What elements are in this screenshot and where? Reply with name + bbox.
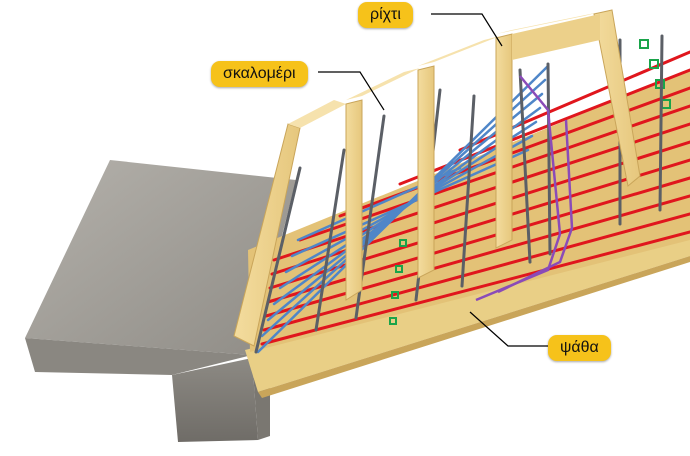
leader-richti xyxy=(431,13,503,47)
leader-skalomeri xyxy=(318,71,385,111)
rebar-red xyxy=(262,212,690,332)
label-richti: ρίχτι xyxy=(358,2,413,28)
landing-left-face xyxy=(25,338,252,375)
rebar-gray xyxy=(254,166,302,354)
step-board-4-top xyxy=(496,12,600,34)
step-board-1-top xyxy=(288,100,346,128)
step-board-2 xyxy=(345,99,363,301)
spacer xyxy=(395,265,403,273)
slab-underside xyxy=(258,256,690,398)
label-psatha: ψάθα xyxy=(548,335,611,361)
landing-top xyxy=(25,160,296,355)
spacer xyxy=(389,317,397,325)
leader-psatha xyxy=(469,311,548,347)
rebar-gray xyxy=(546,62,552,256)
spacer xyxy=(649,59,659,69)
step-board-2-top xyxy=(346,68,420,100)
rebar-red xyxy=(260,230,690,346)
rebar-purple xyxy=(497,119,574,294)
step-board-3-top xyxy=(418,36,500,66)
step-board-3 xyxy=(417,65,435,279)
riser-board xyxy=(512,14,600,60)
beam-front xyxy=(172,358,258,442)
spacer xyxy=(639,39,649,49)
rebar-gray xyxy=(314,148,346,332)
rebar-gray xyxy=(518,68,532,264)
step-board-4 xyxy=(495,33,513,249)
spacer xyxy=(391,291,399,299)
leader-lines xyxy=(318,13,548,347)
rebar-gray xyxy=(460,94,476,288)
spacer xyxy=(399,239,407,247)
step-board-5 xyxy=(593,9,641,187)
label-skalomeri: σκαλομέρι xyxy=(211,61,308,87)
slab-top xyxy=(245,238,690,392)
rebar-gray xyxy=(658,34,664,212)
purple-rebars xyxy=(475,75,574,302)
step-boards xyxy=(233,9,641,347)
